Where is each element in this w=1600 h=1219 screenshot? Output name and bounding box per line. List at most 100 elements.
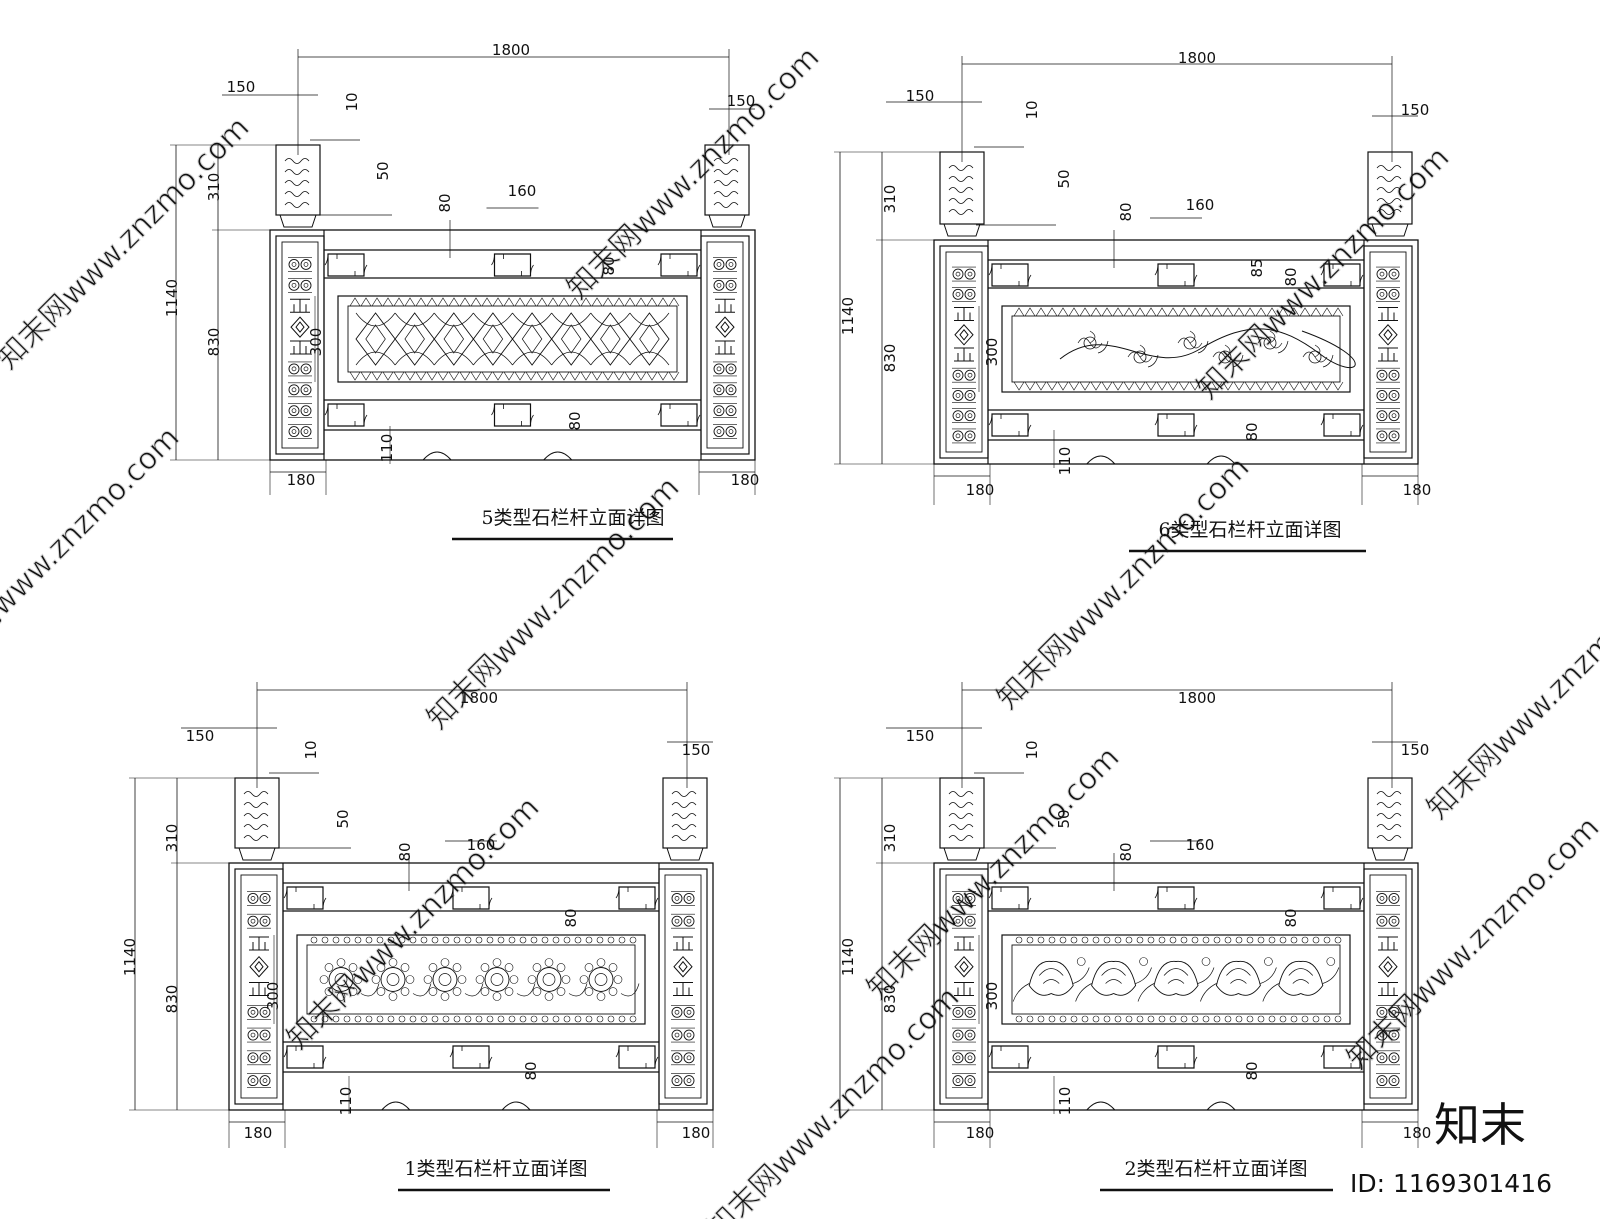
cap-cloud-carving	[713, 180, 739, 186]
panel-sawtooth	[404, 297, 416, 381]
dim-block-160: 160	[1186, 196, 1215, 214]
flower-petal	[336, 992, 346, 1001]
watermark-id: ID: 1169301416	[1350, 1169, 1552, 1198]
post-scroll	[247, 892, 259, 904]
post-scroll	[300, 258, 312, 270]
panel-bead	[497, 1015, 505, 1023]
post-scroll	[964, 389, 976, 401]
post-scroll	[964, 1075, 976, 1087]
flower-petal	[405, 975, 415, 984]
post-scroll	[1391, 413, 1397, 419]
post-cap	[939, 151, 985, 225]
post-scroll	[728, 429, 734, 434]
cap-cloud-carving	[243, 802, 269, 808]
post-scroll	[303, 429, 309, 434]
post-scroll-band	[671, 891, 695, 906]
flower-petal	[348, 987, 358, 996]
flower-petal	[388, 992, 398, 1001]
rail-block-notch	[627, 1046, 647, 1068]
peony-leaf	[1075, 967, 1152, 1002]
balustrade-frame	[933, 862, 1419, 1111]
post-scroll	[288, 279, 300, 291]
rail-block-curl	[449, 1045, 493, 1069]
vine-leaf	[1197, 340, 1209, 354]
flower-petal	[527, 975, 537, 984]
post-scroll-band	[952, 287, 976, 302]
rail-block-curl	[988, 886, 1032, 910]
post-scroll	[247, 1006, 259, 1018]
post-scroll-band	[671, 1050, 695, 1066]
post-scroll	[262, 918, 268, 924]
post-scroll	[1379, 1078, 1385, 1083]
panel-sawtooth	[1189, 307, 1201, 391]
post-scroll	[671, 1029, 683, 1041]
rail-block	[618, 886, 656, 910]
panel-bead	[1191, 936, 1199, 944]
panel-bead	[1235, 936, 1243, 944]
panel-bead	[1257, 936, 1265, 944]
post-scroll	[952, 1052, 964, 1064]
panel-bead	[596, 1015, 604, 1023]
post-scroll	[964, 410, 976, 422]
post-glyph	[673, 936, 693, 951]
rail-block-curl	[283, 1045, 327, 1069]
flower-petal	[348, 963, 358, 972]
panel-bead	[1081, 936, 1089, 944]
cap-cloud-carving	[284, 191, 310, 197]
drawing-caption: 6类型石栏杆立面详图	[1158, 519, 1341, 541]
panel-bead	[1169, 1015, 1177, 1023]
panel-sawtooth	[514, 297, 526, 381]
post-scroll-band	[952, 891, 976, 906]
panel-bead	[1103, 1015, 1111, 1023]
panel-bead	[1323, 936, 1331, 944]
cap-cloud-carving	[948, 198, 974, 204]
rail-block	[1157, 1045, 1195, 1069]
panel-bead	[431, 936, 439, 944]
flower-petal	[400, 987, 410, 996]
panel-bead	[1158, 936, 1166, 944]
post-scroll	[300, 405, 312, 417]
post-scroll	[955, 291, 961, 297]
post-scroll	[952, 1006, 964, 1018]
post-scroll	[1388, 410, 1400, 422]
panel-sawtooth	[591, 297, 603, 381]
peony-bud	[1264, 957, 1273, 966]
dim-panel-300: 300	[264, 982, 282, 1011]
cap-neck	[238, 847, 276, 861]
post-scroll-band	[952, 1073, 976, 1088]
dim-panel-300: 300	[983, 982, 1001, 1011]
flower-petal	[324, 963, 334, 972]
post-inner-frame	[240, 874, 278, 1099]
flower-center	[334, 973, 348, 986]
peony-bloom	[1091, 960, 1137, 996]
dim-gap-top: 10	[302, 740, 320, 759]
panel-bead	[1312, 1015, 1320, 1023]
panel-bead	[574, 936, 582, 944]
rail-block-notch	[1332, 1046, 1352, 1068]
panel-bead	[442, 936, 450, 944]
vine-flower	[1133, 350, 1147, 364]
rail-block-notch	[669, 254, 689, 276]
panel-sawtooth	[382, 297, 394, 381]
post-diamond	[715, 316, 735, 338]
post-scroll	[250, 1055, 256, 1061]
post-scroll-band	[288, 257, 312, 272]
post-scroll	[725, 384, 737, 396]
post-scroll-band	[1376, 891, 1400, 906]
panel-bead	[1147, 936, 1155, 944]
panel-bead	[552, 936, 560, 944]
panel-bead	[585, 1015, 593, 1023]
panel-bead	[1037, 1015, 1045, 1023]
drawing-type6: 1800 150 150 10 50 80 160 85 80 80 110 1…	[834, 49, 1431, 553]
panel-bead	[1136, 1015, 1144, 1023]
panel-bead	[442, 1015, 450, 1023]
dim-rail-80-top: 80	[1117, 842, 1135, 861]
dim-rail-80-low: 80	[1243, 1061, 1261, 1080]
base-drain-arch	[1086, 455, 1116, 465]
peony-bloom	[1153, 960, 1199, 996]
post-scroll-band	[1376, 1073, 1400, 1088]
post-scroll	[716, 408, 722, 414]
lattice-diamond	[551, 312, 592, 366]
panel-bead	[321, 1015, 329, 1023]
panel-bead	[376, 1015, 384, 1023]
